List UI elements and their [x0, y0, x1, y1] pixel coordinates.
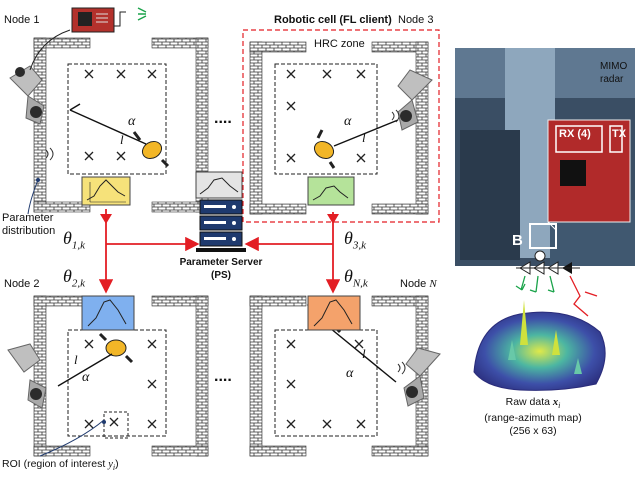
range-azimuth-surface — [473, 300, 606, 391]
l-label-node-1: l — [120, 132, 124, 147]
rx-label: RX (4) — [559, 128, 591, 140]
node-1-label: Node 1 — [4, 14, 40, 26]
theta-n-label: θN,k — [344, 266, 368, 290]
radar-board-icon — [29, 7, 147, 71]
cell-node-n — [249, 295, 441, 457]
alpha-label-node-2: α — [82, 370, 90, 385]
hrc-zone-label: HRC zone — [314, 38, 365, 50]
marker-b-label: B — [512, 232, 523, 249]
node-3-label: Node 3 — [398, 14, 434, 26]
cell-node-2 — [7, 295, 209, 457]
parameter-flow-arrows — [98, 209, 341, 294]
human-operator-icon — [132, 131, 170, 168]
human-operator-icon — [313, 129, 336, 169]
server-icon — [196, 199, 246, 252]
raw-data-label: Raw data xi (range-azimuth map) (256 x 6… — [484, 396, 582, 438]
l-label-node-2: l — [74, 352, 78, 367]
ellipsis-top: .... — [214, 110, 232, 127]
theta-2-label: θ2,k — [63, 266, 85, 290]
alpha-label-node-1: α — [128, 114, 136, 129]
cell-node-1 — [9, 37, 209, 213]
node-n-label: Node N — [400, 278, 437, 290]
roi-box — [103, 411, 129, 439]
alpha-label-node-n: α — [346, 366, 354, 381]
theta-3-label: θ3,k — [344, 228, 366, 252]
param-panel-ps — [195, 171, 243, 199]
alpha-label-node-3: α — [344, 114, 352, 129]
roi-leader-line — [39, 419, 105, 457]
roi-label: ROI (region of interest yi) — [2, 458, 119, 473]
radar-photo — [455, 48, 635, 266]
robot-arm-icon — [397, 69, 433, 131]
ellipsis-bottom: .... — [214, 368, 232, 385]
param-panel-node-n — [307, 295, 361, 331]
l-label-node-3: l — [362, 130, 366, 145]
param-panel-node-1 — [81, 176, 131, 206]
parameter-distribution-label: Parameter distribution — [2, 212, 56, 237]
hrc-zone-border — [242, 29, 440, 223]
robot-arm-icon — [7, 343, 47, 409]
node-2-label: Node 2 — [4, 278, 40, 290]
robot-arm-icon — [9, 65, 45, 125]
parameter-server-label: Parameter Server (PS) — [179, 257, 263, 281]
param-panel-node-3 — [307, 176, 355, 206]
robotic-cell-label: Robotic cell (FL client) — [274, 14, 392, 26]
param-panel-node-2 — [81, 295, 135, 331]
l-label-node-n: l — [362, 346, 366, 361]
mimo-radar-label: MIMO radar — [600, 61, 628, 85]
human-operator-icon — [98, 332, 134, 364]
radar-antenna-array-icon — [515, 261, 598, 317]
tx-label: TX — [612, 128, 627, 140]
cell-node-3 — [242, 29, 440, 223]
radar-wave-icon — [45, 147, 54, 161]
robot-arm-icon — [403, 347, 441, 407]
theta-1-label: θ1,k — [63, 228, 85, 252]
